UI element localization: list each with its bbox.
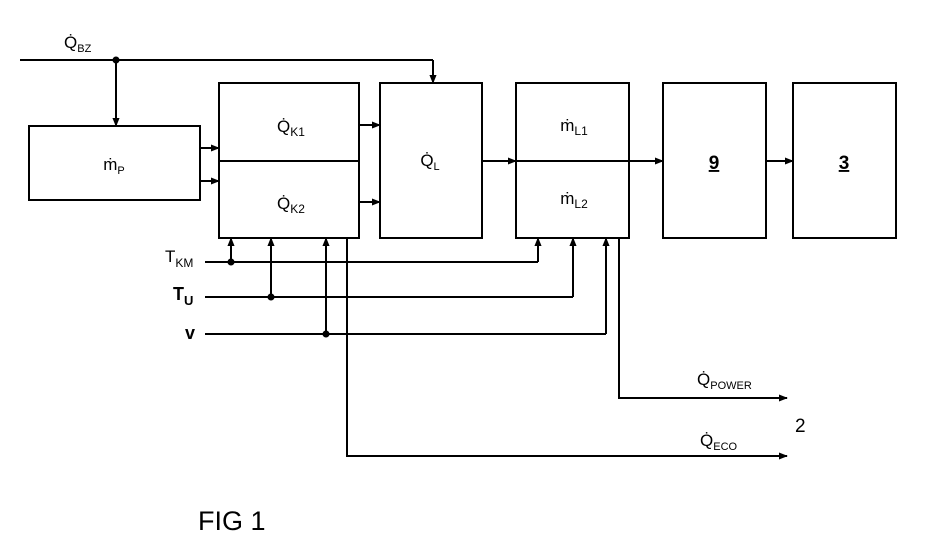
junction-t-u [268,294,275,301]
label-block-3: 3 [839,153,850,174]
label-block-9: 9 [709,153,720,174]
junction-q-bz [113,57,120,64]
junction-t-km [228,259,235,266]
label-v: v [185,323,195,343]
arrow-q-eco [347,238,787,456]
label-q-bz: Q̇BZ [64,33,92,55]
label-t-u: TU [173,284,193,308]
reference-numeral-2: 2 [795,416,806,437]
label-q-power: Q̇POWER [697,370,752,392]
figure-label: FIG 1 [198,506,266,536]
label-t-km: TKM [165,247,193,270]
junction-v [323,331,330,338]
label-q-eco: Q̇ECO [700,431,738,453]
